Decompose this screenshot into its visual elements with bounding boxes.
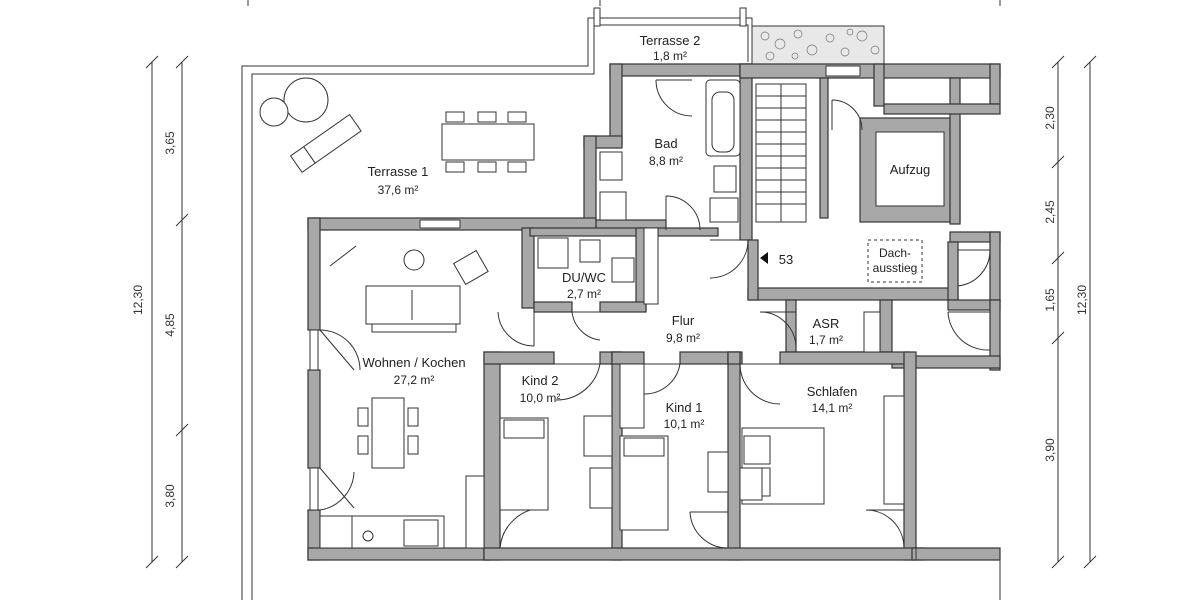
bad-area: 8,8 m²: [649, 154, 683, 168]
terrasse1-name: Terrasse 1: [368, 164, 429, 179]
terrasse2-area: 1,8 m²: [653, 49, 687, 63]
dim-left-total: 12,30: [131, 285, 145, 315]
duwc-name: DU/WC: [562, 270, 606, 285]
dachausstieg-line1: Dach-: [879, 246, 911, 260]
dim-left-seg2: 4,85: [163, 313, 177, 337]
asr-name: ASR: [813, 316, 840, 331]
left-dimension-chain: [145, 55, 189, 569]
roof-hatch-outline: [867, 239, 923, 283]
dim-left-seg1: 3,65: [163, 131, 177, 155]
dim-right-total: 12,30: [1075, 285, 1089, 315]
terrasse1-area: 37,6 m²: [378, 183, 419, 197]
walls: [307, 63, 1001, 561]
flur-area: 9,8 m²: [666, 331, 700, 345]
dim-right-seg3: 1,65: [1043, 288, 1057, 312]
top-dimension-ticks: [247, 0, 1001, 6]
staircase: [755, 83, 807, 264]
plant-icon: [283, 77, 329, 123]
dim-right-seg2: 2,45: [1043, 200, 1057, 224]
windows: [309, 7, 861, 511]
terrace-lines: [251, 74, 917, 560]
schlafen-area: 14,1 m²: [812, 401, 853, 415]
flur-name: Flur: [672, 313, 695, 328]
right-dimension-chain: [1051, 55, 1097, 569]
wohnen-area: 27,2 m²: [394, 373, 435, 387]
doors: [319, 79, 991, 549]
bad-name: Bad: [654, 136, 677, 151]
wohnen-name: Wohnen / Kochen: [362, 355, 465, 370]
kind1-name: Kind 1: [666, 400, 703, 415]
duwc-area: 2,7 m²: [567, 287, 601, 301]
kind1-area: 10,1 m²: [664, 417, 705, 431]
aufzug-label: Aufzug: [890, 162, 930, 177]
dim-right-seg1: 2,30: [1043, 106, 1057, 130]
dachausstieg-line2: ausstieg: [873, 261, 918, 275]
schlafen-name: Schlafen: [807, 384, 858, 399]
stair-arrow-icon: [760, 252, 768, 264]
stone-pattern: [760, 28, 880, 61]
dim-right-seg4: 3,90: [1043, 438, 1057, 462]
kind2-area: 10,0 m²: [520, 391, 561, 405]
asr-area: 1,7 m²: [809, 333, 843, 347]
terrasse2-name: Terrasse 2: [640, 33, 701, 48]
stair-number: 53: [779, 252, 793, 267]
kind2-name: Kind 2: [522, 373, 559, 388]
furniture: [259, 77, 905, 549]
dim-left-seg3: 3,80: [163, 484, 177, 508]
